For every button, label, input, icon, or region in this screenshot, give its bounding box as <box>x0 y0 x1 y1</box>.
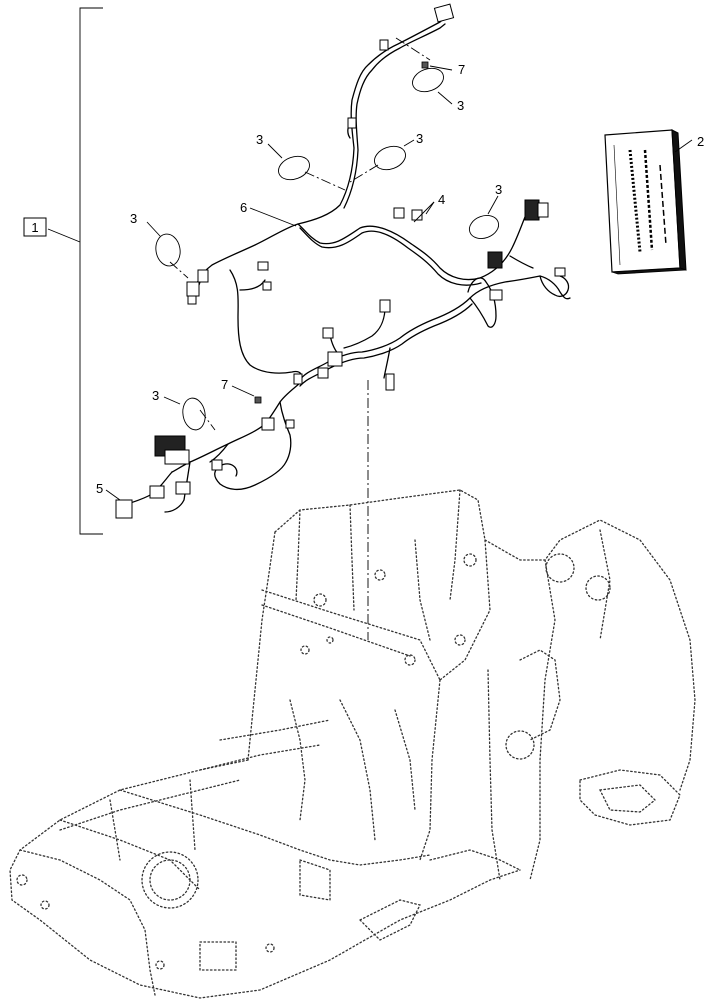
callout-3: 3 <box>256 132 263 147</box>
callout-3: 3 <box>457 98 464 113</box>
grommet <box>278 155 310 181</box>
callout-7: 7 <box>221 377 228 392</box>
callout-5: 5 <box>96 481 103 496</box>
grommet <box>182 397 206 431</box>
cable-tie <box>254 396 262 404</box>
callout-6: 6 <box>240 200 247 215</box>
grommet <box>468 215 500 239</box>
callout-2: 2 <box>697 134 704 149</box>
callout-3: 3 <box>152 388 159 403</box>
callout-3: 3 <box>416 131 423 146</box>
machine-frame <box>9 489 696 999</box>
assembly-bracket <box>23 7 103 535</box>
callout-3: 3 <box>130 211 137 226</box>
callout-1: 1 <box>31 220 38 235</box>
callout-7: 7 <box>458 62 465 77</box>
operators-manual-book <box>604 129 687 275</box>
wiring-harness <box>115 3 571 519</box>
callout-4: 4 <box>438 192 445 207</box>
grommet <box>155 233 181 267</box>
grommet <box>412 67 444 93</box>
cable-tie <box>421 61 429 69</box>
grommet <box>374 145 406 171</box>
callout-3: 3 <box>495 182 502 197</box>
